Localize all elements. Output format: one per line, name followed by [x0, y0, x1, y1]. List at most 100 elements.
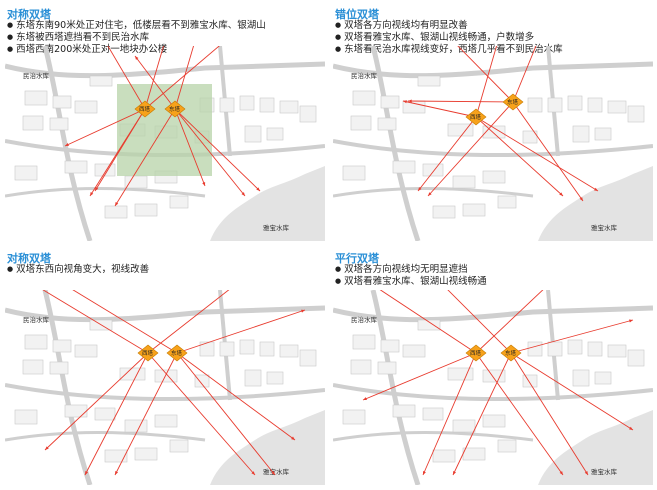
- bullet-item: 东塔看民治水库视线变好，西塔几乎看不到民治水库: [335, 44, 563, 56]
- building-block: [417, 319, 441, 331]
- sightline-arrowhead: [202, 182, 206, 186]
- building-block: [547, 341, 563, 357]
- sightline: [114, 108, 176, 207]
- sightline: [512, 101, 584, 202]
- building-block: [74, 344, 98, 358]
- tower-east: 东塔: [164, 100, 186, 118]
- base-map: [333, 46, 653, 241]
- road: [5, 383, 325, 402]
- building-block: [239, 339, 255, 355]
- road: [333, 383, 653, 402]
- bullet-item: 双塔各方向视线均有明显改善: [335, 20, 563, 32]
- sightline: [144, 46, 164, 110]
- building-block: [380, 95, 400, 109]
- sightline-arrowhead: [584, 471, 588, 475]
- road: [5, 305, 325, 323]
- sightline-arrowhead: [423, 471, 426, 475]
- sightline: [422, 352, 477, 476]
- building-block: [154, 369, 178, 383]
- tower-west: 西塔: [137, 344, 159, 362]
- sightline: [512, 46, 537, 103]
- building-block: [134, 447, 158, 461]
- reservoir-area: [210, 166, 325, 241]
- sightline: [44, 352, 149, 451]
- building-block: [522, 374, 538, 388]
- building-block: [350, 359, 372, 375]
- building-block: [350, 115, 372, 131]
- building-block: [447, 123, 474, 137]
- sightline: [42, 290, 149, 354]
- base-map: [333, 290, 653, 485]
- building-block: [49, 117, 69, 131]
- building-block: [244, 369, 262, 387]
- sightline: [362, 352, 477, 401]
- building-block: [547, 97, 563, 113]
- sightlines: [402, 46, 599, 202]
- building-block: [380, 339, 400, 353]
- building-block: [22, 115, 44, 131]
- sightline-arrowhead: [629, 426, 633, 430]
- bullet-list: 双塔东西向视角变大，视线改善: [7, 264, 149, 276]
- building-block: [239, 95, 255, 111]
- sightline: [407, 100, 514, 103]
- building-block: [527, 97, 543, 113]
- sightlines: [362, 290, 634, 476]
- building-block: [279, 344, 299, 358]
- building-block: [119, 367, 146, 381]
- sightline-arrowhead: [271, 471, 275, 475]
- building-block: [124, 175, 148, 189]
- sightline-arrowhead: [579, 197, 583, 201]
- building-block: [587, 97, 603, 113]
- tower-east-label: 东塔: [169, 105, 181, 113]
- sightline-arrowhead: [135, 56, 139, 60]
- sightline: [452, 352, 512, 476]
- building-block: [134, 203, 158, 217]
- tower-west-label: 西塔: [470, 349, 482, 357]
- building-block: [279, 100, 299, 114]
- sightline-arrowhead: [418, 187, 422, 191]
- sightline: [174, 108, 246, 197]
- sightline: [64, 108, 146, 147]
- building-block: [567, 339, 583, 355]
- sightline: [475, 116, 599, 192]
- sightline-arrowhead: [594, 187, 598, 191]
- building-block: [392, 404, 416, 418]
- road: [5, 431, 206, 442]
- road: [370, 290, 421, 485]
- bullet-item: 东塔东南90米处正对住宅，低楼层看不到雅宝水库、银湖山: [7, 20, 266, 32]
- building-block: [482, 414, 506, 428]
- sightline-arrowhead: [251, 471, 255, 475]
- building-block: [417, 75, 441, 87]
- bullet-item: 双塔各方向视线均无明显遮挡: [335, 264, 487, 276]
- sightline-arrowhead: [65, 143, 69, 146]
- building-block: [64, 160, 88, 174]
- sightline-arrowhead: [291, 436, 295, 440]
- sightline: [176, 352, 276, 476]
- building-block: [432, 205, 456, 219]
- building-block: [259, 97, 275, 113]
- sightline: [84, 352, 149, 476]
- sightline: [402, 100, 477, 118]
- sightline: [475, 46, 498, 118]
- building-block: [402, 344, 426, 358]
- building-block: [607, 100, 627, 114]
- building-block: [24, 334, 48, 350]
- building-block: [392, 160, 416, 174]
- sightline: [510, 319, 634, 354]
- sightline: [147, 352, 256, 476]
- sightline: [475, 352, 564, 476]
- building-block: [169, 195, 189, 209]
- sightline-arrowhead: [301, 309, 305, 313]
- reservoir-area: [538, 166, 653, 241]
- building-block: [462, 203, 486, 217]
- building-block: [527, 341, 543, 357]
- road: [42, 46, 93, 241]
- tower-west-label: 西塔: [470, 113, 482, 121]
- building-block: [244, 125, 262, 143]
- building-block: [22, 359, 44, 375]
- reservoir-area: [538, 410, 653, 485]
- building-block: [452, 419, 476, 433]
- building-block: [432, 449, 456, 463]
- sightline-arrowhead: [428, 192, 432, 196]
- sightline: [147, 290, 230, 354]
